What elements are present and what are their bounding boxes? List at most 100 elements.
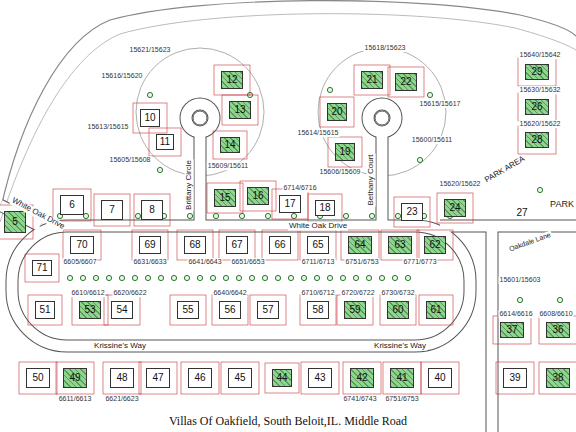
- address-label: 6651/6653: [230, 258, 265, 266]
- lot-footprint: 55: [177, 301, 199, 319]
- lot-footprint: 6: [60, 195, 84, 215]
- lot-number: 22: [400, 77, 411, 87]
- street-label: Oakdale Lane: [507, 231, 552, 254]
- parcel-line: [265, 363, 299, 393]
- parcel-line: [207, 183, 243, 213]
- parcel-line: [518, 93, 556, 121]
- lot-footprint: 70: [70, 236, 94, 254]
- lot-footprint: 23: [401, 203, 423, 221]
- lot-footprint: 13: [229, 101, 251, 119]
- street-label: PARK AREA: [483, 154, 528, 185]
- tree: [67, 275, 72, 280]
- address-label: 15620/15622: [439, 180, 482, 188]
- lot-footprint: 42: [350, 368, 374, 388]
- lot-number: 15: [219, 193, 230, 203]
- road: [376, 132, 389, 226]
- tree: [187, 213, 192, 218]
- parcel-line: [133, 103, 167, 133]
- parcel-line: [518, 58, 556, 86]
- tree: [106, 275, 111, 280]
- road: [440, 221, 576, 232]
- tree: [262, 275, 267, 280]
- tree: [327, 275, 332, 280]
- tree: [427, 92, 432, 97]
- road: [12, 226, 470, 346]
- lot-number: 43: [314, 373, 325, 383]
- lot-footprint: 37: [500, 322, 524, 338]
- address-label: 6605/6607: [62, 258, 97, 266]
- address-label: 15640/15642: [519, 51, 562, 59]
- tree: [157, 167, 162, 172]
- tree: [80, 275, 85, 280]
- lot-footprint: 67: [226, 236, 248, 254]
- parcel-line: [496, 362, 534, 394]
- lot-number: 66: [274, 240, 285, 250]
- lot-number: 19: [339, 147, 350, 157]
- parcel-line: [28, 295, 62, 325]
- tree: [327, 87, 332, 92]
- lot-footprint: 50: [26, 368, 50, 388]
- lot-footprint: 48: [110, 368, 134, 388]
- lot-footprint: 54: [111, 301, 133, 319]
- street-label: Bethany Court: [367, 153, 376, 206]
- parcel-line: [394, 197, 430, 227]
- parcel-line: [222, 95, 258, 125]
- lot-footprint: 60: [387, 301, 409, 319]
- lot-footprint: 64: [348, 236, 372, 254]
- lot-number: 64: [354, 240, 365, 250]
- parcel-line: [132, 230, 168, 260]
- parcel-line: [221, 362, 259, 394]
- address-label: 15600/15611: [411, 136, 453, 144]
- lot-number: 41: [396, 373, 407, 383]
- parcel-line: [19, 362, 57, 394]
- lot-number: 8: [149, 205, 155, 215]
- lot-number: 58: [312, 305, 323, 315]
- lot-number: 11: [160, 137, 170, 147]
- lot-number: 44: [276, 373, 287, 383]
- address-label: 6741/6743: [342, 395, 377, 403]
- parcel-line: [301, 362, 339, 394]
- lot-footprint: 61: [426, 301, 446, 319]
- site-boundary: [0, 14, 576, 222]
- address-label: 15630/15632: [519, 86, 562, 94]
- address-label: 15620/15622: [519, 120, 562, 128]
- street-label: White Oak Drive: [288, 222, 348, 231]
- tree: [93, 275, 98, 280]
- parcel-line: [134, 194, 170, 226]
- road: [368, 104, 396, 132]
- lot-footprint: 10: [140, 109, 160, 127]
- tree: [405, 275, 410, 280]
- parcel-line: [177, 230, 213, 260]
- lot-number: 47: [152, 373, 163, 383]
- address-label: 15613/15615: [87, 123, 130, 131]
- lot-footprint: 58: [307, 301, 329, 319]
- street-label: Brittany Circle: [185, 159, 194, 211]
- address-label: 6711/6713: [301, 258, 336, 266]
- address-label: 15615/15617: [419, 100, 462, 108]
- lot-footprint: 43: [308, 368, 332, 388]
- lot-footprint: 45: [228, 368, 252, 388]
- lot-number: 57: [262, 305, 273, 315]
- lot-number: 70: [76, 240, 87, 250]
- lot-number: 59: [349, 305, 360, 315]
- parcel-line: [262, 230, 298, 260]
- lot-footprint: 20: [327, 103, 347, 121]
- lot-footprint: 66: [269, 236, 291, 254]
- lot-number: 37: [506, 325, 517, 335]
- tree: [132, 275, 137, 280]
- parcel-line: [417, 230, 453, 260]
- lot-number: 5: [12, 217, 18, 227]
- parcel-line: [354, 65, 390, 95]
- lot-number: 40: [434, 373, 445, 383]
- lot-footprint: 16: [247, 187, 269, 205]
- road: [440, 220, 576, 233]
- tree: [395, 213, 400, 218]
- street-label: 27: [515, 207, 528, 218]
- lot-number: 55: [182, 305, 193, 315]
- parcel-line: [25, 254, 59, 282]
- address-label: 6730/6732: [380, 289, 415, 297]
- lot-footprint: 21: [361, 71, 383, 89]
- parcel-line: [214, 65, 250, 95]
- lot-footprint: 8: [141, 200, 163, 220]
- lot-number: 39: [509, 373, 520, 383]
